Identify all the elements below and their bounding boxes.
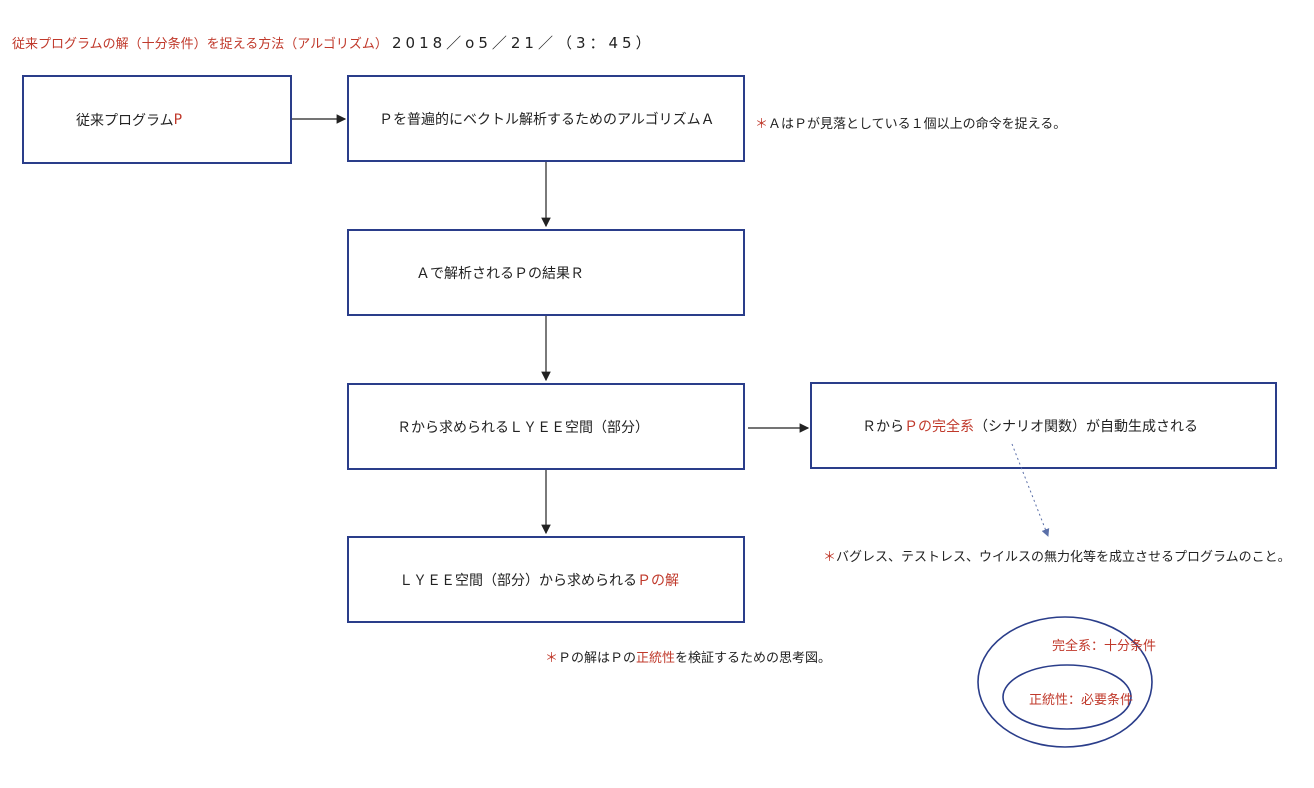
note-complete-text: バグレス、テストレス、ウイルスの無力化等を成立させるプログラムのこと。 xyxy=(836,550,1291,565)
title-date: 2018／o5／21／（3：45） xyxy=(391,34,655,52)
note-solution-post: を検証するための思考図。 xyxy=(675,651,832,666)
note-algorithm-star: ＊ xyxy=(755,117,769,132)
box-program-p: 従来プログラム P xyxy=(22,75,292,164)
box-algorithm-a-text: Ｐを普遍的にベクトル解析するためのアルゴリズムＡ xyxy=(379,111,715,128)
box-complete-system-post: （シナリオ関数）が自動生成される xyxy=(974,418,1198,435)
note-complete-star: ＊ xyxy=(823,550,837,565)
box-solution-pre: ＬＹＥＥ空間（部分）から求められる xyxy=(399,572,637,589)
box-result-r: Ａで解析されるＰの結果Ｒ xyxy=(347,229,745,316)
venn-outer-label: 完全系：十分条件 xyxy=(1052,639,1157,654)
box-lyee-space-text: Ｒから求められるＬＹＥＥ空間（部分） xyxy=(397,419,649,436)
note-solution-star: ＊ xyxy=(545,651,559,666)
note-solution-pre: Ｐの解はＰの xyxy=(558,651,637,666)
note-solution-highlight: 正統性 xyxy=(636,651,676,666)
box-lyee-space: Ｒから求められるＬＹＥＥ空間（部分） xyxy=(347,383,745,470)
note-algorithm-text: ＡはＰが見落としている１個以上の命令を捉える。 xyxy=(768,117,1067,132)
box-complete-system-highlight: Ｐの完全系 xyxy=(904,418,974,435)
note-solution: ＊Ｐの解はＰの正統性を検証するための思考図。 xyxy=(545,647,831,666)
note-complete: ＊バグレス、テストレス、ウイルスの無力化等を成立させるプログラムのこと。 xyxy=(823,546,1291,565)
box-program-p-highlight: P xyxy=(173,111,183,128)
box-program-p-text: 従来プログラム xyxy=(76,112,174,129)
box-result-r-text: Ａで解析されるＰの結果Ｒ xyxy=(416,265,584,282)
box-solution-highlight: Ｐの解 xyxy=(637,572,679,589)
title-text: 従来プログラムの解（十分条件）を捉える方法（アルゴリズム） xyxy=(12,37,388,52)
box-algorithm-a: Ｐを普遍的にベクトル解析するためのアルゴリズムＡ xyxy=(347,75,745,162)
venn-inner-label: 正統性：必要条件 xyxy=(1029,693,1134,708)
diagram-title: 従来プログラムの解（十分条件）を捉える方法（アルゴリズム） 2018／o5／21… xyxy=(12,32,655,53)
note-algorithm: ＊ＡはＰが見落としている１個以上の命令を捉える。 xyxy=(755,113,1066,132)
box-complete-system-pre: Ｒから xyxy=(862,418,904,435)
